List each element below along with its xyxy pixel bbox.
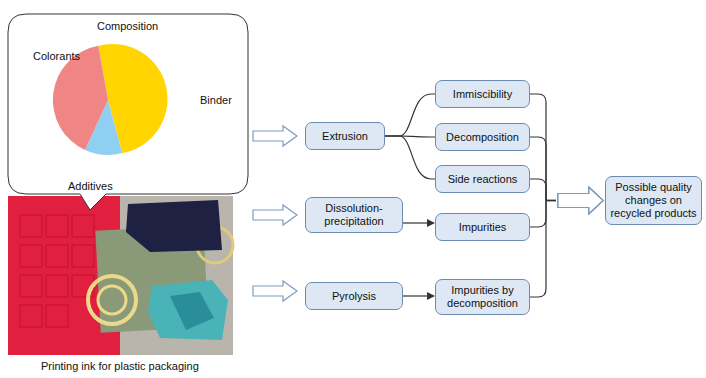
- process-arrow: [558, 188, 603, 214]
- process-box: Immiscibility: [435, 80, 530, 108]
- brace-line: [530, 201, 546, 298]
- process-box: Dissolution-precipitation: [305, 197, 403, 233]
- process-box: Impurities by decomposition: [435, 279, 530, 315]
- box-text: Dissolution-precipitation: [310, 202, 398, 228]
- brace-line: [546, 200, 556, 201]
- process-box: Impurities: [435, 213, 530, 241]
- connector: [530, 188, 603, 298]
- brace-line: [530, 94, 546, 201]
- process-arrow: [558, 188, 603, 214]
- process-box: Extrusion: [305, 122, 385, 150]
- pie-label: Additives: [68, 180, 113, 193]
- arrow-head: [427, 292, 435, 300]
- box-text: Decomposition: [446, 131, 519, 144]
- process-arrow: [558, 188, 603, 214]
- process-box: Decomposition: [435, 123, 530, 151]
- process-box: Possible quality changes on recycled pro…: [605, 176, 702, 225]
- arrow-line: [403, 222, 429, 223]
- brace-line: [385, 136, 435, 179]
- box-text: Impurities: [459, 221, 507, 234]
- pie-label: Binder: [200, 94, 232, 107]
- pie-label: Composition: [97, 20, 158, 33]
- brace-line: [385, 94, 435, 136]
- box-text: Possible quality changes on recycled pro…: [610, 181, 697, 220]
- arrow-line: [403, 295, 429, 296]
- brace-line: [546, 200, 556, 201]
- box-text: Impurities by decomposition: [440, 284, 525, 310]
- connector: [530, 188, 603, 228]
- brace-line: [546, 200, 556, 201]
- connector: [403, 219, 435, 227]
- connector: [530, 94, 603, 214]
- connector: [385, 94, 435, 136]
- process-arrow: [558, 188, 603, 214]
- brace-line: [530, 137, 546, 201]
- pie-label: Colorants: [33, 50, 80, 63]
- caption: Printing ink for plastic packaging: [41, 360, 199, 373]
- process-arrow: [558, 188, 603, 214]
- photo: [8, 196, 233, 355]
- box-text: Immiscibility: [453, 88, 512, 101]
- connector: [385, 136, 435, 179]
- arrow-head: [427, 219, 435, 227]
- process-box: Side reactions: [435, 165, 530, 193]
- callout-bubble: [8, 14, 248, 210]
- box-text: Pyrolysis: [332, 290, 376, 303]
- box-text: Extrusion: [322, 130, 368, 143]
- brace-line: [530, 201, 546, 228]
- connector: [530, 137, 603, 214]
- connector: [403, 292, 435, 300]
- connector: [530, 179, 603, 214]
- brace-line: [546, 200, 556, 201]
- box-text: Side reactions: [448, 173, 518, 186]
- process-arrow: [253, 126, 297, 301]
- brace-line: [546, 200, 556, 201]
- process-box: Pyrolysis: [305, 282, 403, 310]
- brace-line: [530, 179, 546, 201]
